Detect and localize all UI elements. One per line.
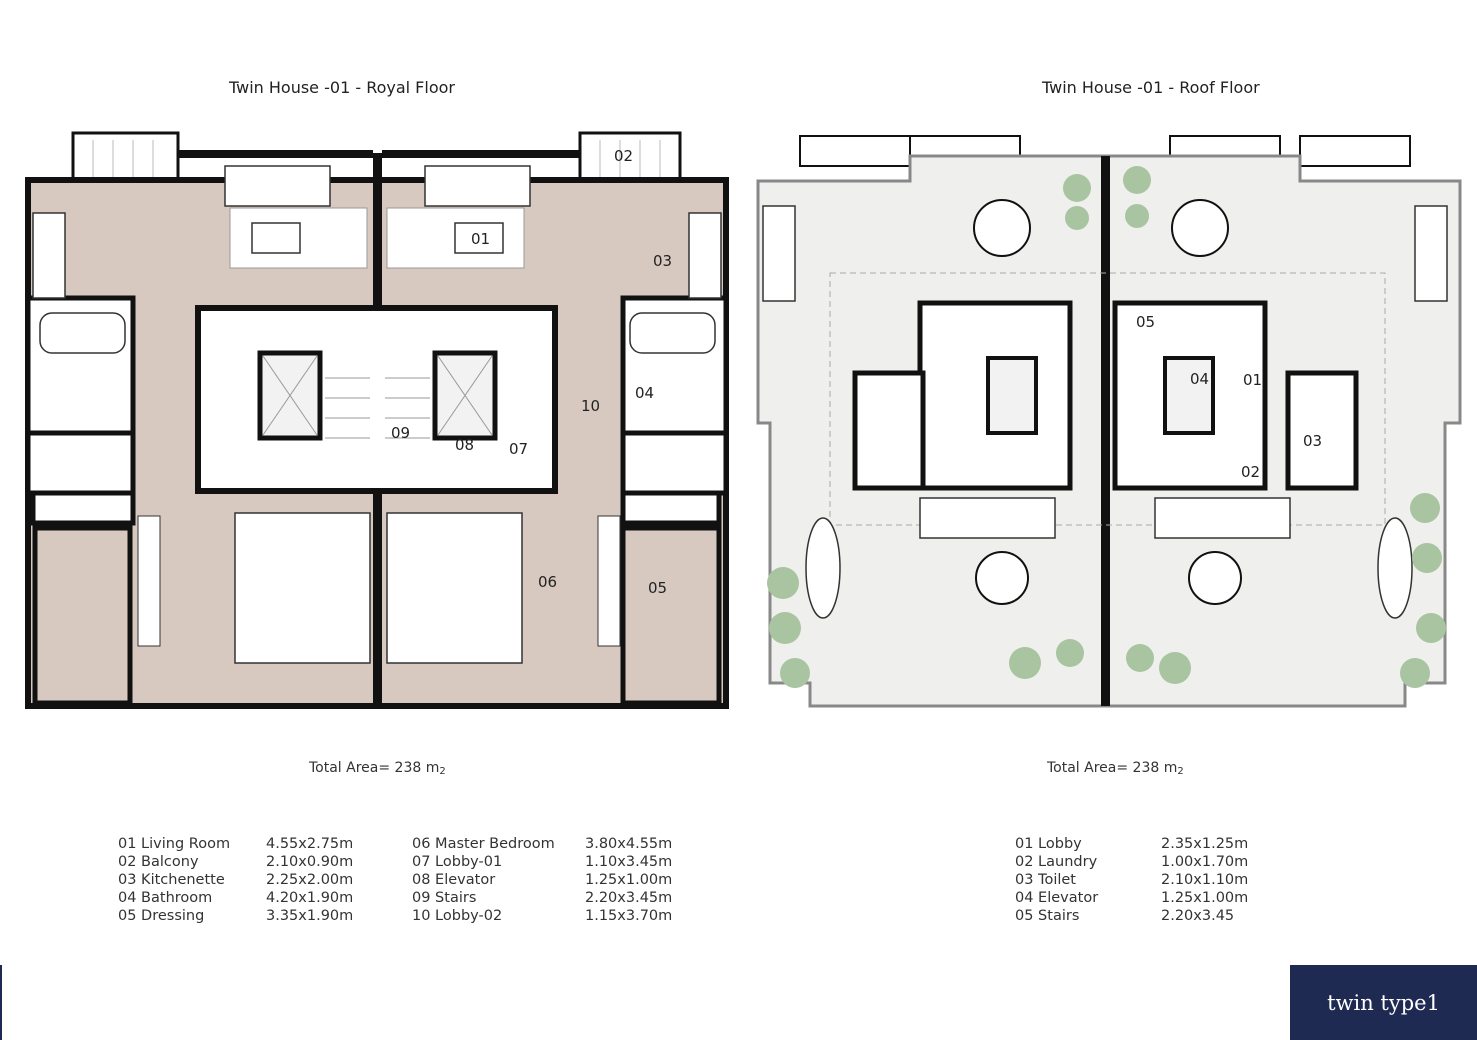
room-label-04: 04 bbox=[635, 384, 654, 402]
stair-core bbox=[195, 305, 558, 494]
room-label-07: 07 bbox=[509, 440, 528, 458]
balcony-left bbox=[71, 131, 180, 185]
room-label-06: 06 bbox=[538, 573, 557, 591]
roof-label-04: 04 bbox=[1190, 370, 1209, 388]
room-label-01: 01 bbox=[471, 230, 490, 248]
royal-floor-plan: 01 02 03 04 05 06 07 08 09 10 bbox=[25, 131, 729, 709]
page-edge-accent bbox=[0, 965, 2, 1040]
room-label-09: 09 bbox=[391, 424, 410, 442]
roof-floor-plan: 01 02 03 04 05 bbox=[756, 135, 1462, 708]
room-label-03: 03 bbox=[653, 252, 672, 270]
room-label-08: 08 bbox=[455, 436, 474, 454]
royal-floor-title: Twin House -01 - Royal Floor bbox=[229, 78, 455, 97]
roof-total-area: Total Area= 238 m2 bbox=[1047, 760, 1184, 777]
brand-badge: twin type1 bbox=[1290, 965, 1477, 1040]
royal-total-area: Total Area= 238 m2 bbox=[309, 760, 446, 777]
roof-floor-title: Twin House -01 - Roof Floor bbox=[1042, 78, 1260, 97]
roof-label-02: 02 bbox=[1241, 463, 1260, 481]
roof-label-01: 01 bbox=[1243, 371, 1262, 389]
roof-label-03: 03 bbox=[1303, 432, 1322, 450]
roof-label-05: 05 bbox=[1136, 313, 1155, 331]
room-label-02: 02 bbox=[614, 147, 633, 165]
party-wall bbox=[1101, 156, 1110, 706]
room-label-10: 10 bbox=[581, 397, 600, 415]
room-label-05: 05 bbox=[648, 579, 667, 597]
